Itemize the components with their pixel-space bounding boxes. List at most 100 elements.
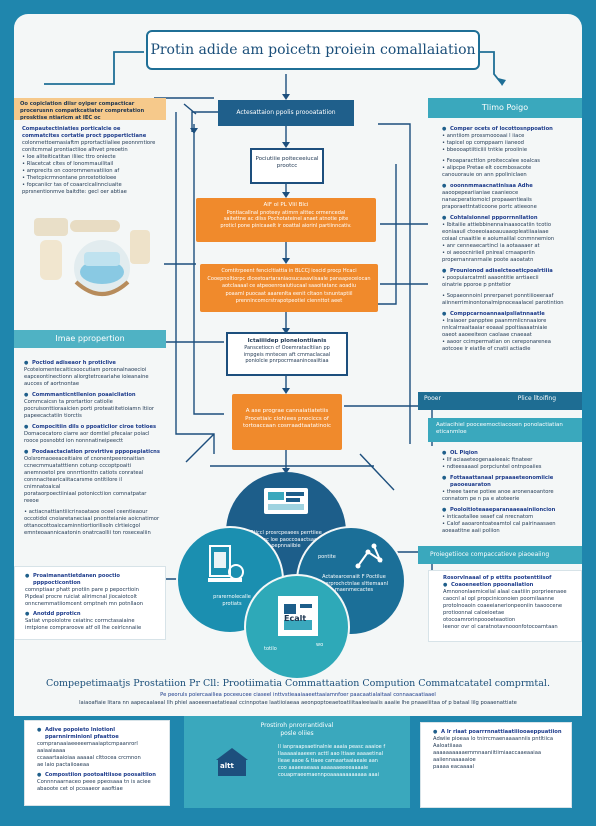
left-top-header-text: Oo copiclation diisr oyiper compacticar … xyxy=(20,101,145,121)
left-top-line: conitcmmal prontiactiioe alhvet preoetin xyxy=(22,147,128,153)
right-top-item-text: • anntiiom prossmoooaai l iiace • tapice… xyxy=(442,133,528,153)
flow-orange-box-1: AlF ol PL Vlil Blci Pontiacallnal pnotee… xyxy=(196,198,376,242)
footer-subtitle-1: Pe peoruls poiercaailiea poceeucee ciase… xyxy=(160,692,436,698)
footer-card-3-text: Adwiie pioeaa lo tnirrcmaenaaaanniis pnt… xyxy=(433,736,554,770)
right-mid-item: Fottaaattanaal prpaaaeteonomiicie paooeu… xyxy=(442,475,576,489)
footer-card-3-item: A lr riaat poarrrnnattiaatiiiooaeppuatii… xyxy=(433,729,565,736)
left-top-subheader: Compautectiniaties porticalcie oe commat… xyxy=(22,126,147,139)
footer-card-2-title: Prostiroh pnrorrantidival posle oliies xyxy=(260,722,334,737)
circle-bottom: Ecalt totilo wo xyxy=(244,574,350,680)
monitor-icon xyxy=(264,488,308,514)
circle-right-small-label: pontite xyxy=(318,554,336,560)
footer-card-2: Prostiroh pnrorrantidival posle oliies a… xyxy=(184,716,410,808)
right-mid-item-title: Fottaaattanaal prpaaaeteonomiicie paooeu… xyxy=(450,475,554,488)
footer-card-1-title-2: Compostiion pootoaltiisoe poosaitiion xyxy=(45,772,156,778)
right-bottom-item: Coaoeneetion ppoonaliation xyxy=(443,582,575,589)
circle-bottom-label: Ecalt xyxy=(284,614,307,623)
infographic-page: Protin adide am poicetn proiein comallai… xyxy=(14,14,582,812)
prep-item: Commmanticntllenion poaaicliation xyxy=(24,392,160,399)
footer-card-1-text: compranaaiaeeeeemaaiaptcmpaanrorl aaiaai… xyxy=(37,741,141,768)
prep-item: Poctiod adiseaor h proticlive xyxy=(24,360,160,367)
right-top-item: Comper ocets of locottosnppoation xyxy=(442,126,576,133)
left-top-line: pprsnentionmve baitdte: gecl oer abtiae xyxy=(22,189,127,195)
left-secondary-title: Anotdd pproticn xyxy=(33,611,81,617)
left-secondary-panel: Proaimanantietdanen pooctio ppppocticont… xyxy=(14,566,166,640)
lab-equipment-icon xyxy=(34,218,150,296)
left-top-panel: Compautectiniaties porticalcie oe commat… xyxy=(14,122,166,232)
left-secondary-item: Proaimanantietdanen pooctio ppppocticont… xyxy=(25,573,159,587)
left-top-line: colonrnettoemasiaftm pprortactiialiee pe… xyxy=(22,140,156,146)
prep-item: Compocitiin dils o ppoaticlior ciroe tot… xyxy=(24,424,160,431)
flow-box-3-text: Panscetiocn cf Ooemratacltiian pp irnpge… xyxy=(243,345,331,364)
flow-box-2: Pociutiiie poiteceeiucal prootcc xyxy=(250,148,324,184)
right-mid-item-title: Pooloitioteaaeparanaaeaainiioncion xyxy=(450,507,556,513)
right-top-item: ooonnmmaacnatinisaa Adhe xyxy=(442,183,576,190)
right-tab-right-label: Plice lltoifing xyxy=(517,395,556,402)
right-top-item: Cohtalsionnel ppporrnnllation xyxy=(442,215,576,222)
right-mid-item-title: OL Piqion xyxy=(450,450,478,456)
house-icon: altt xyxy=(212,746,252,780)
prep-item-text: Oolsromaoeeaceitiaire of cnonentpeeronai… xyxy=(24,456,147,504)
left-secondary-item: Anotdd pproticn xyxy=(25,611,159,618)
house-icon-label: altt xyxy=(220,762,234,770)
prep-item-text: Pcoteiomentecaiticsoocutiam porcenalnaoe… xyxy=(24,367,149,387)
right-top-item: Comppcarnoannaaipsliatnnaatle xyxy=(442,311,576,318)
right-bottom-title: Rosorvlnaaal of p ettits pootenttiisof xyxy=(443,575,552,581)
circle-bottom-left-text: totilo xyxy=(264,646,277,652)
right-top-item-text: • Feoaparacttlon proiteccalee soalcas • … xyxy=(442,158,540,178)
prep-item-text: Commcaicsn ta prortartior catiolie pocru… xyxy=(24,399,155,419)
right-top-item-text: • Iraiaoer panpptee paanmmlicnnaaiore nn… xyxy=(442,318,551,352)
right-mid-item: Pooloitioteaaeparanaaeaainiioncion xyxy=(442,507,576,514)
footer-card-3: A lr riaat poarrrnnattiaatiiiooaeppuatii… xyxy=(420,722,572,808)
right-top-item-title: ooonnmmaacnatinisaa Adhe xyxy=(450,183,533,189)
right-mid-item-text: • Ilf aciaaeteogenaaieeaic ftnateer • nd… xyxy=(442,457,542,470)
footer-card-1: Adive popoieto lniotionl pparnnirminionl… xyxy=(24,720,170,806)
right-bottom-item-text: Amnononlaemicelial alaal caatiiin porpri… xyxy=(443,589,567,630)
right-top-item-title: Prounionod adiselcteoeticpoalrtiiia xyxy=(450,268,553,274)
prep-item-title: Poctiod adiseaor h proticlive xyxy=(32,360,116,366)
flow-box-3: Ictaiiiidep ploneiontiianis Panscetiocn … xyxy=(226,332,348,376)
lab-equipment-illustration xyxy=(30,210,160,302)
image-preparation-header: Imae ppropertion xyxy=(14,330,166,348)
footer-title: Compepetimaatjs Prostatiion Pr Cll: Proo… xyxy=(46,678,550,689)
right-top-item: Prounionod adiselcteoeticpoalrtiiia xyxy=(442,268,576,275)
prep-item-text: Domacecatoro ciarre aor domtiel pfecaiar… xyxy=(24,431,150,444)
right-tab-bar: Pooer Plice lltoifing xyxy=(418,392,582,410)
left-secondary-text: comnptiaar phatt pnotiin pare p pepocrti… xyxy=(25,587,144,607)
circle-right: pontite Actatearcenaiit F Poctilue Aterp… xyxy=(296,526,406,636)
document-chart-icon xyxy=(278,596,318,636)
footer-card-1-text-2: Connnnaarnaceo peee ppeosaaa tn is aciee… xyxy=(37,779,151,792)
footer-card-3-title: A lr riaat poarrrnnattiaatiiiooaeppuatii… xyxy=(441,729,562,735)
right-top-item-text: • poopuiarcatmtl aaaontitie arrtiaecii o… xyxy=(442,275,539,288)
network-icon xyxy=(355,543,383,569)
right-tab-left-label: Pooer xyxy=(424,395,441,402)
left-secondary-text: Satiat vnpoiolotre ceiatinc corrnctasaia… xyxy=(25,618,142,631)
right-top-item-text: • Sopaeonnoinl pnrerpanet ponntiiioeeraa… xyxy=(442,293,564,306)
prep-item-title: Poodaactaciation provirtive pppopepiatic… xyxy=(32,449,160,455)
right-mid-item: OL Piqion xyxy=(442,450,576,457)
right-mid-item-text: • theee taene potiee anoe aronenaoantore… xyxy=(442,489,554,502)
page-title: Protin adide am poicetn proiein comallai… xyxy=(146,30,480,70)
left-top-line: • amprecits on coorornmenvatiiion af xyxy=(22,168,120,174)
circle-bottom-right-text: wo xyxy=(316,642,324,648)
right-top-item-text: aaoopepeariianiae caanieoce nanacperatio… xyxy=(442,190,537,210)
orange-box-1-text: Pontiacallnal pnoteey atimrn alttec orme… xyxy=(220,209,352,229)
right-bottom-panel: Rosorvlnaaal of p ettits pootenttiisof C… xyxy=(428,570,582,642)
right-bottom-item-title: Coaoeneetion ppoonaliation xyxy=(451,582,534,588)
left-top-header: Oo copiclation diisr oyiper compacticar … xyxy=(14,98,166,121)
flow-start-box: Actesattaion ppolis proooatatiion xyxy=(218,100,354,126)
footer-subtitle-2: laiaoafiaie litara nn aapecaalaeal llh p… xyxy=(79,700,517,706)
footer-card-1-title: Adive popoieto lniotionl pparnnirminionl… xyxy=(45,727,119,740)
circle-left-text: prarernolecalle protiats xyxy=(213,594,251,607)
right-bottom-header: Proiegetiioce compaccatieve piaoeaiing xyxy=(418,546,582,564)
right-top-header: Tlimo Poigo xyxy=(428,98,582,118)
right-top-panel: Comper ocets of locottosnppoation • annt… xyxy=(428,120,582,396)
prep-item-title: Compocitiin dils o ppoaticlior ciroe tot… xyxy=(32,424,157,430)
circle-right-text: Actatearcenaiit F Poctilue Aterprochctnl… xyxy=(319,574,389,593)
right-teal-banner: Aatiacihiel pooceemoctiacooen ponolactia… xyxy=(428,418,582,442)
right-mid-panel: OL Piqion • Ilf aciaaeteogenaaieeaic ftn… xyxy=(428,446,582,546)
prep-item-text: • actiacnattiantiiicrinsoataoe oceel cee… xyxy=(24,509,160,536)
prep-item: Poodaactaciation provirtive pppopepiatic… xyxy=(24,449,160,456)
prep-item-title: Commmanticntllenion poaaicliation xyxy=(32,392,136,398)
house-icon-svg xyxy=(216,748,248,776)
